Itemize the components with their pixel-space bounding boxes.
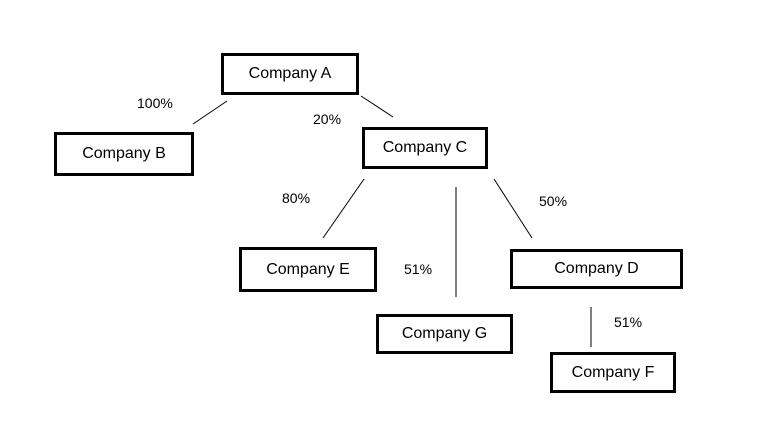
pct-c-to-e: 80% bbox=[282, 190, 311, 206]
pct-c-to-d: 50% bbox=[539, 193, 568, 209]
edge-c-d bbox=[493, 178, 533, 239]
company-a-box: Company A bbox=[221, 53, 359, 95]
edge-c-e bbox=[322, 178, 365, 239]
company-g-box: Company G bbox=[376, 314, 513, 354]
company-b-box: Company B bbox=[54, 132, 194, 176]
company-e-box: Company E bbox=[239, 247, 377, 292]
company-f-box: Company F bbox=[550, 352, 676, 393]
company-d-box: Company D bbox=[510, 249, 683, 289]
company-c-box: Company C bbox=[362, 127, 488, 169]
edge-a-c bbox=[360, 95, 394, 118]
edge-a-b bbox=[192, 100, 228, 125]
pct-d-to-f: 51% bbox=[614, 314, 643, 330]
pct-a-to-c: 20% bbox=[313, 111, 342, 127]
pct-a-to-b: 100% bbox=[137, 95, 173, 111]
pct-c-to-g: 51% bbox=[404, 261, 433, 277]
